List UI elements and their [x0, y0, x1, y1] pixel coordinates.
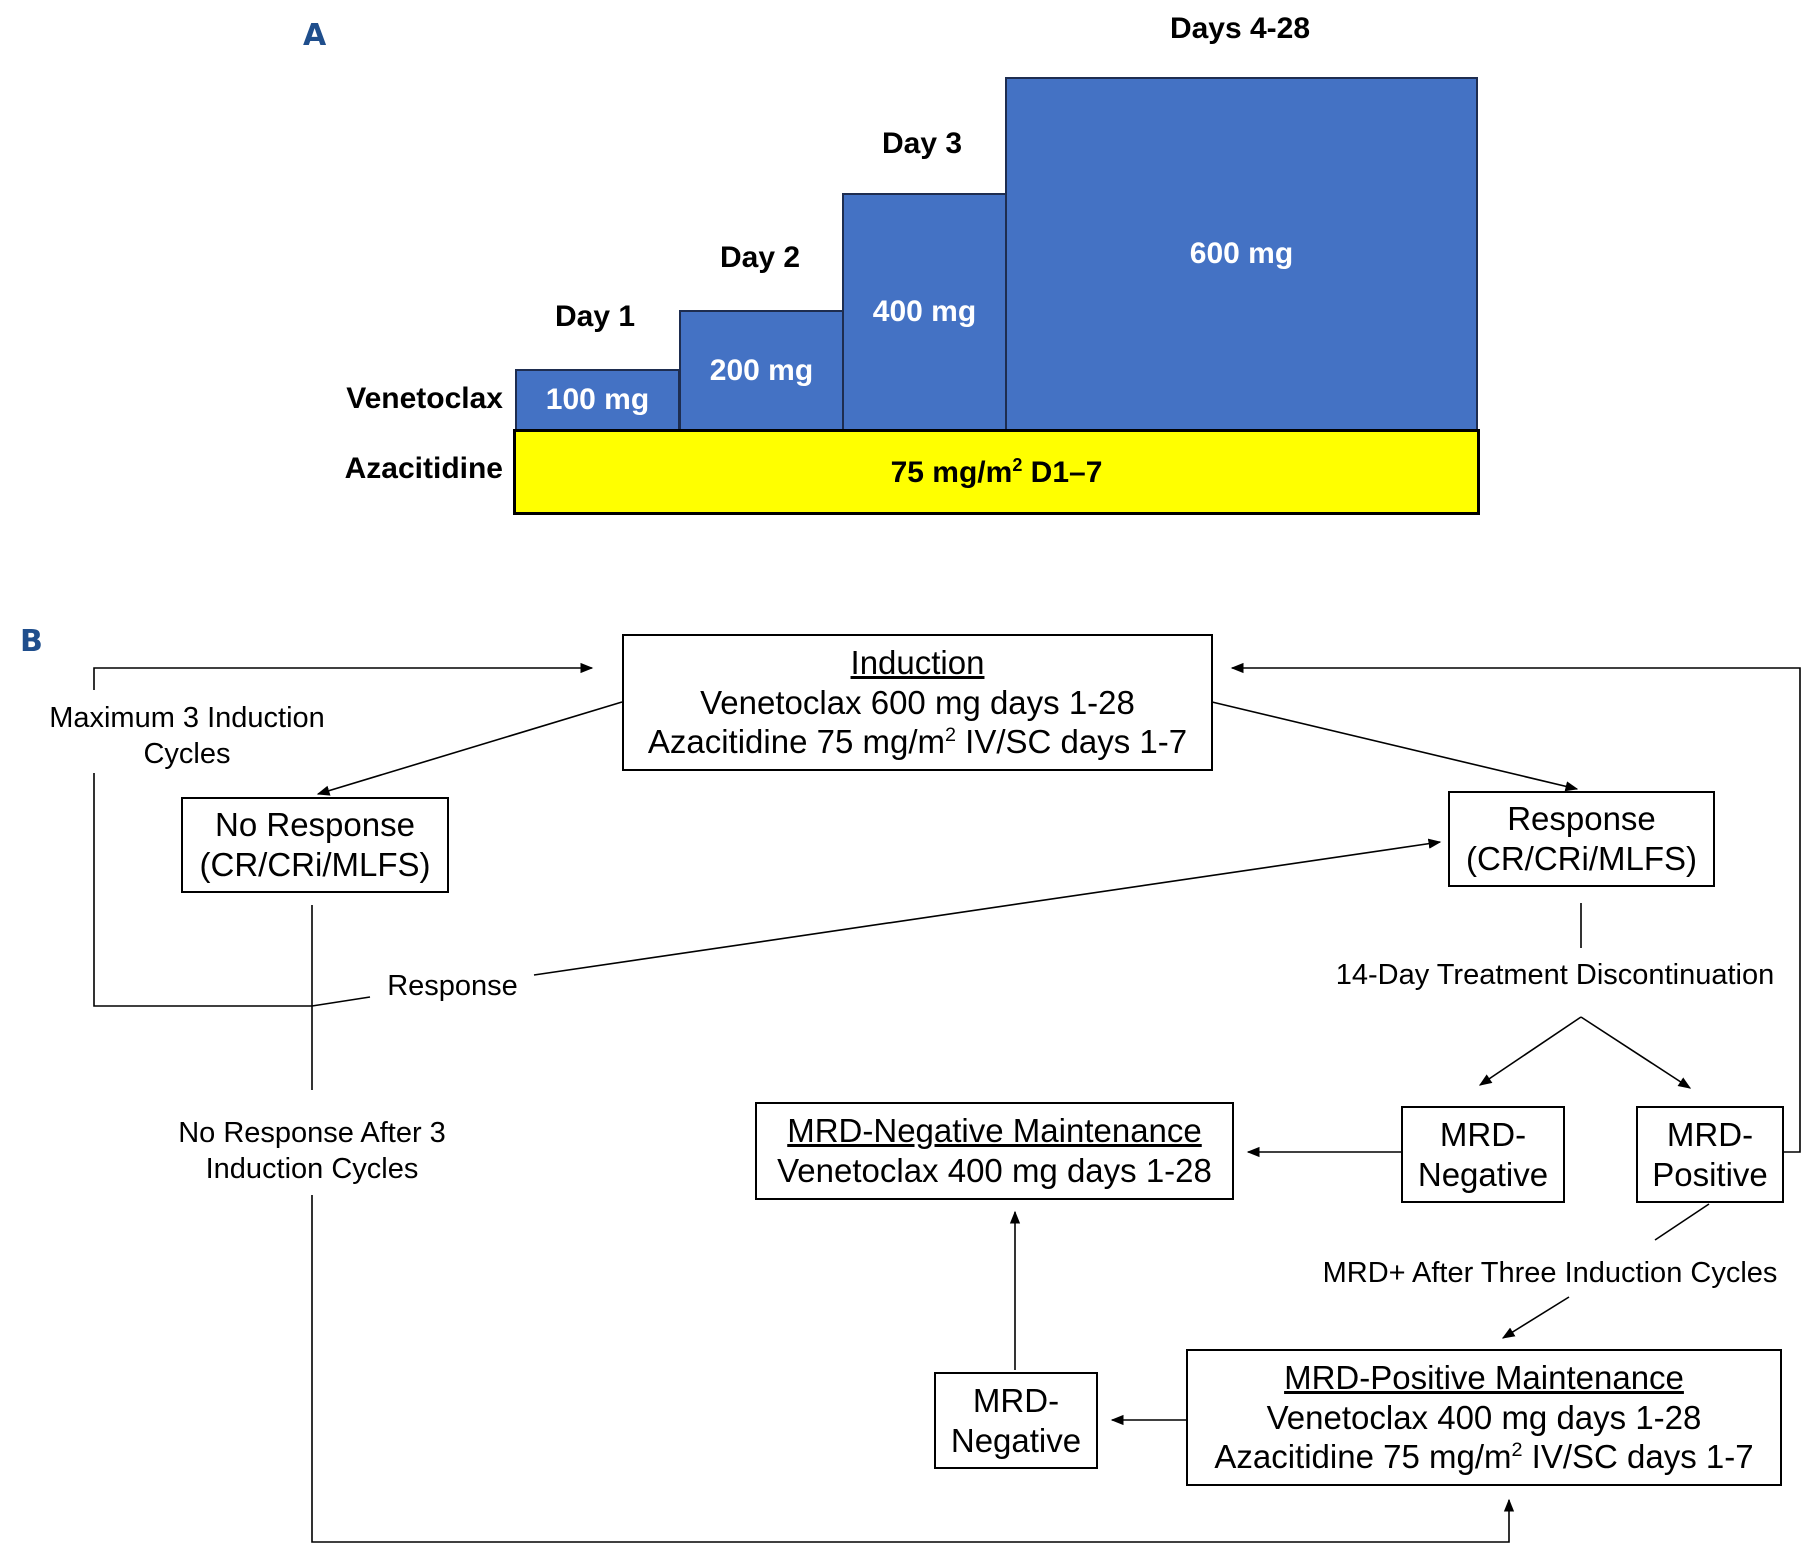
no-response-after-3-label: No Response After 3 Induction Cycles: [162, 1115, 462, 1188]
induction-to-response-arrow: [1211, 701, 1579, 792]
max-cycles-label: Maximum 3 Induction Cycles: [34, 700, 340, 773]
mrd-negative-box: MRD- Negative: [1401, 1106, 1565, 1203]
split-to-mrd-negative-arrow: [1478, 1016, 1582, 1086]
no-response-after-line2: Induction Cycles: [205, 1153, 419, 1186]
days-4-28-label: Days 4-28: [1169, 12, 1311, 45]
mrd-positive-line2: Positive: [1652, 1155, 1768, 1193]
no-response-line1: No Response: [215, 806, 415, 844]
panel-a-letter: A: [303, 18, 327, 53]
no-response-box: No Response (CR/CRi/MLFS): [181, 797, 449, 893]
mrd-negative-box-2: MRD- Negative: [934, 1372, 1098, 1469]
max-cycles-line1: Maximum 3 Induction: [49, 702, 325, 734]
discontinuation-label: 14-Day Treatment Discontinuation: [1325, 957, 1785, 994]
loop-left-line: [93, 770, 312, 1007]
venetoclax-label: Venetoclax: [346, 382, 503, 415]
no-response-after-line1: No Response After 3: [178, 1117, 446, 1149]
response-label-to-box-arrow: [533, 838, 1442, 976]
mrd-pos-maint-title: MRD-Positive Maintenance: [1284, 1359, 1684, 1397]
azacitidine-label: Azacitidine: [344, 452, 503, 485]
loop-to-induction-arrow: [93, 662, 594, 690]
split-to-mrd-positive-arrow: [1580, 1016, 1692, 1089]
mrd-positive-line1: MRD-: [1666, 1115, 1754, 1153]
response-box-line2: (CR/CRi/MLFS): [1466, 840, 1697, 877]
induction-to-no-response-arrow: [316, 701, 623, 796]
mrd-positive-to-induction-arrow: [1230, 662, 1801, 1153]
mrd-pos-maint-azacitidine: Azacitidine 75 mg/m2 IV/SC days 1-7: [1214, 1438, 1754, 1476]
mrd-positive-maintenance-box: MRD-Positive Maintenance Venetoclax 400 …: [1186, 1349, 1782, 1486]
mrd-negative-2-line2: Negative: [950, 1421, 1082, 1459]
mrd-negative-line1: MRD-: [1439, 1115, 1527, 1153]
azacitidine-dose-text: 75 mg/m2 D1–7: [890, 454, 1103, 489]
day-1-label: Day 1: [554, 300, 636, 333]
day-3-label: Day 3: [881, 127, 963, 160]
mrd-negative-line2: Negative: [1417, 1155, 1549, 1193]
azacitidine-bar: 75 mg/m2 D1–7: [513, 429, 1480, 515]
venetoclax-dose-days-4-28: 600 mg: [1005, 77, 1478, 431]
induction-venetoclax: Venetoclax 600 mg days 1-28: [700, 683, 1135, 721]
induction-azacitidine: Azacitidine 75 mg/m2 IV/SC days 1-7: [647, 723, 1188, 761]
day-2-label: Day 2: [719, 241, 801, 274]
mrd-negative-maintenance-box: MRD-Negative Maintenance Venetoclax 400 …: [755, 1102, 1234, 1200]
mrd-pos-maint-venetoclax: Venetoclax 400 mg days 1-28: [1266, 1398, 1702, 1436]
induction-title: Induction: [850, 644, 985, 682]
response-box: Response (CR/CRi/MLFS): [1448, 791, 1715, 887]
panel-b-letter: B: [20, 624, 43, 659]
no-response-to-mrd-pos-maint-arrow: [311, 1195, 1515, 1543]
no-response-line2: (CR/CRi/MLFS): [199, 846, 431, 883]
induction-box: Induction Venetoclax 600 mg days 1-28 Az…: [622, 634, 1213, 771]
mrd-neg-maint-venetoclax: Venetoclax 400 mg days 1-28: [777, 1152, 1212, 1189]
mrd-positive-box: MRD- Positive: [1636, 1106, 1784, 1203]
mrd-plus-to-pos-maint-arrow: [1501, 1296, 1570, 1339]
mrd-negative-2-line1: MRD-: [972, 1381, 1060, 1419]
mrd-positive-down-line: [1654, 1203, 1710, 1241]
response-box-line1: Response: [1507, 800, 1656, 838]
mrd-neg-maint-title: MRD-Negative Maintenance: [787, 1112, 1202, 1150]
mrd-plus-after-label: MRD+ After Three Induction Cycles: [1310, 1255, 1790, 1292]
response-label: Response: [375, 968, 530, 1005]
max-cycles-line2: Cycles: [143, 738, 231, 771]
to-response-label-line: [311, 996, 371, 1007]
venetoclax-dose-day-3: 400 mg: [842, 193, 1007, 431]
